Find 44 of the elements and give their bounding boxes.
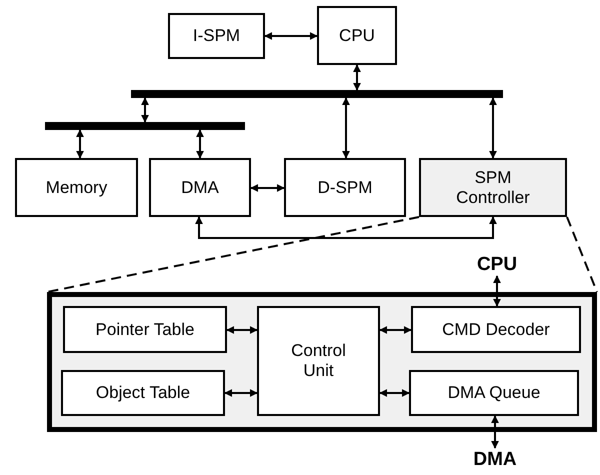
arrow xyxy=(141,97,149,123)
arrow xyxy=(489,97,497,159)
component-label: Memory xyxy=(46,178,108,198)
arrow xyxy=(76,129,84,159)
component-box xyxy=(257,306,380,416)
zoom-line xyxy=(566,216,598,292)
component-label: I-SPM xyxy=(192,26,240,46)
arrow xyxy=(493,275,501,307)
component-box xyxy=(419,158,567,217)
arrow xyxy=(379,326,412,334)
component-box xyxy=(411,306,581,353)
arrow xyxy=(224,389,258,397)
detail-frame xyxy=(47,292,597,432)
component-box xyxy=(61,370,225,416)
component-box xyxy=(149,158,251,217)
component-box xyxy=(409,370,579,416)
component-label: CMD Decoder xyxy=(442,320,550,340)
port-label-text: DMA xyxy=(473,449,517,471)
arrow xyxy=(195,216,497,239)
component-box xyxy=(63,306,227,353)
arrow xyxy=(379,389,410,397)
component-label: Control Unit xyxy=(290,341,347,381)
arrow xyxy=(226,326,258,334)
component-label: SPM Controller xyxy=(455,168,531,208)
component-label: Pointer Table xyxy=(96,320,194,340)
arrow xyxy=(342,97,350,159)
component-label: DMA xyxy=(181,178,219,198)
arrow xyxy=(196,129,204,159)
component-label: Object Table xyxy=(96,383,190,403)
arrow xyxy=(264,32,318,40)
zoom-line xyxy=(46,216,420,293)
component-label: CPU xyxy=(339,26,375,46)
component-box xyxy=(284,158,406,217)
bus-bar xyxy=(131,90,503,98)
arrow xyxy=(353,64,361,91)
bus-bar xyxy=(45,122,245,130)
component-box xyxy=(15,158,138,217)
component-box xyxy=(317,6,397,65)
component-box xyxy=(168,13,265,59)
component-label: D-SPM xyxy=(318,178,372,198)
component-label: DMA Queue xyxy=(448,383,540,403)
port-label-text: CPU xyxy=(476,254,518,276)
arrow xyxy=(491,415,499,449)
arrow xyxy=(250,184,285,192)
